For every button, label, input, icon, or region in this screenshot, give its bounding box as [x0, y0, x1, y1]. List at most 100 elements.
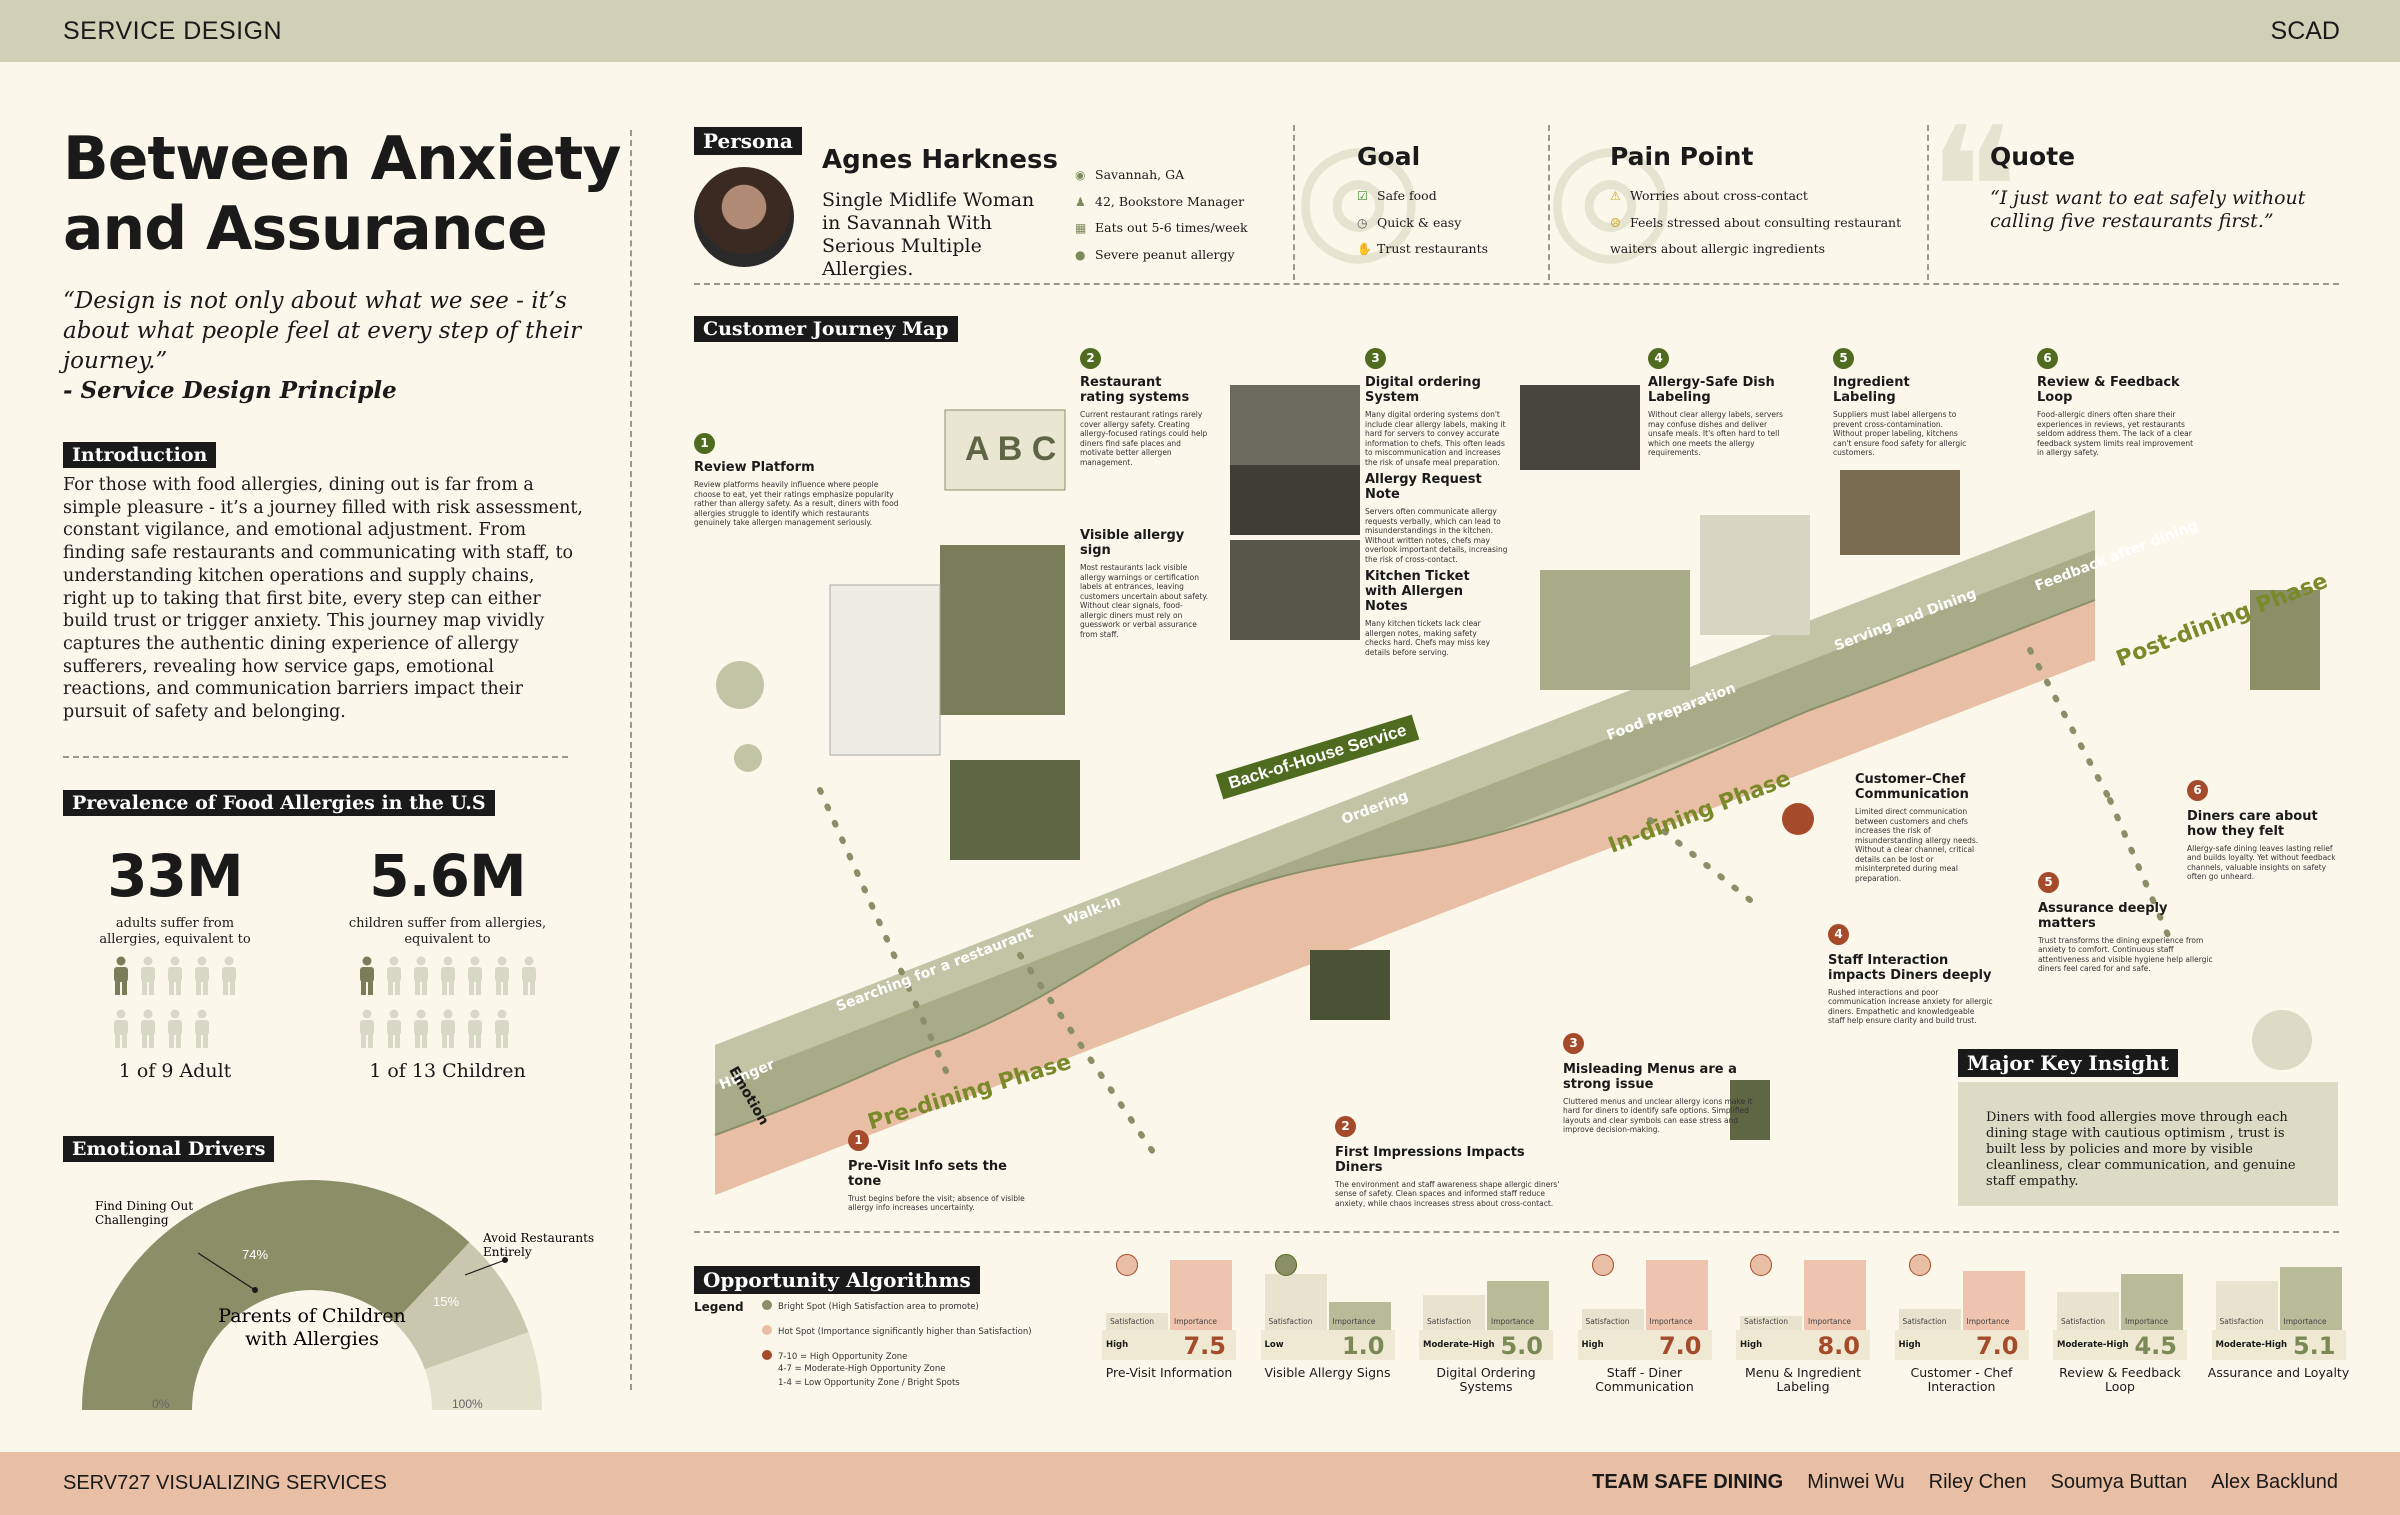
team-member: Alex Backlund [2211, 1471, 2338, 1493]
check-icon: ☑ [1357, 189, 1368, 203]
legend-title: Legend [694, 1300, 744, 1314]
satisfaction-bar [1264, 1274, 1327, 1330]
person-icon [164, 1009, 186, 1054]
person-icon [137, 956, 159, 1001]
opportunity-name: Menu & Ingredient Labeling [1744, 1365, 1862, 1394]
person-icon [191, 1009, 213, 1054]
importance-bar [1487, 1281, 1549, 1330]
legend-zone-high: 7-10 = High Opportunity Zone [762, 1350, 907, 1362]
satisfaction-bar [2057, 1291, 2119, 1330]
satisfaction-label: Satisfaction [1110, 1317, 1155, 1326]
satisfaction-bar [1581, 1309, 1644, 1330]
opportunity-level: Moderate-High [2057, 1340, 2129, 1350]
persona-label: Persona [694, 127, 802, 155]
satisfaction-bar [1898, 1309, 1961, 1330]
hot-spot-marker [1908, 1254, 1931, 1276]
allergy-notice-sign [940, 545, 1065, 715]
children-stat-number: 5.6M [369, 842, 526, 910]
person-icon [218, 956, 240, 1001]
connector [2027, 647, 2113, 803]
design-quote: “Design is not only about what we see - … [63, 286, 583, 406]
kitchen-illustration [1540, 570, 1690, 690]
person-icon [410, 1009, 432, 1054]
segment-label-74: 74% [242, 1247, 268, 1262]
opportunity-score: 5.0 [1500, 1332, 1543, 1360]
children-people-icons [340, 956, 555, 1054]
divider [63, 756, 568, 758]
person-icon [356, 1009, 378, 1054]
importance-label: Importance [1966, 1317, 2010, 1326]
goal-item: ◷Quick & easy [1357, 210, 1488, 237]
person-icon [437, 1009, 459, 1054]
satisfaction-label: Satisfaction [1585, 1317, 1630, 1326]
lime-icon [716, 661, 764, 709]
pain-moment-1: 1 Pre-Visit Info sets the tone Trust beg… [848, 1127, 1028, 1213]
importance-bar [1170, 1260, 1232, 1330]
importance-label: Importance [1332, 1317, 1376, 1326]
touchpoint-4: 4 Allergy-Safe Dish Labeling Without cle… [1648, 347, 1788, 458]
opportunity-name: Customer - Chef Interaction [1910, 1365, 2013, 1394]
column-divider [630, 130, 632, 1390]
hot-spot-marker [1591, 1254, 1614, 1276]
satisfaction-bar [1106, 1312, 1168, 1330]
axis-min: 0% [152, 1397, 170, 1411]
satisfaction-label: Satisfaction [1268, 1317, 1313, 1326]
person-icon [110, 956, 132, 1001]
insight-text: Diners with food allergies move through … [1958, 1082, 2338, 1206]
course-name: SERV727 VISUALIZING SERVICES [63, 1472, 387, 1494]
opportunity-level: Low [1264, 1340, 1284, 1350]
shelf-illustration [1700, 515, 1810, 635]
person-icon [437, 956, 459, 1001]
importance-label: Importance [1649, 1317, 1693, 1326]
person-icon [491, 1009, 513, 1054]
opportunity-name: Staff - Diner Communication [1595, 1365, 1694, 1394]
importance-bar [1962, 1270, 2025, 1330]
header-right: SCAD [2270, 17, 2340, 45]
connector [1647, 817, 1753, 903]
pain-item: ⚠Worries about cross-contact [1610, 183, 1910, 210]
page-title: Between Anxiety and Assurance [63, 124, 621, 264]
children-stat-ratio: 1 of 13 Children [369, 1060, 526, 1082]
score-box [1736, 1330, 1870, 1360]
pain-moment-4: 4 Staff Interaction impacts Diners deepl… [1828, 921, 1993, 1026]
quote-mark-icon: ❝ [1928, 91, 2020, 289]
donut-segment [424, 1332, 542, 1410]
person-icon [464, 956, 486, 1001]
touchpoint-5: 5 Ingredient Labeling Suppliers must lab… [1833, 347, 1968, 458]
abc-rating-sign [944, 409, 1066, 491]
photo-3 [1230, 540, 1360, 640]
journey-diagram: A B C [714, 385, 2320, 1195]
goal-list: ☑Safe food ◷Quick & easy ✋Trust restaura… [1357, 183, 1488, 263]
opportunity-score: 7.0 [1658, 1332, 1702, 1360]
person-icon [164, 956, 186, 1001]
adult-stat-number: 33M [107, 842, 243, 910]
introduction-text: For those with food allergies, dining ou… [63, 475, 583, 723]
satisfaction-bar [2215, 1281, 2278, 1330]
divider [694, 283, 2339, 285]
handshake-icon: ✋ [1357, 242, 1372, 256]
stressed-icon: ☹ [1610, 215, 1621, 230]
legend-zone-mid: 4-7 = Moderate-High Opportunity Zone [778, 1364, 946, 1374]
person-icon [137, 1009, 159, 1054]
satisfaction-label: Satisfaction [1744, 1317, 1789, 1326]
emotional-drivers-label: Emotional Drivers [63, 1136, 275, 1162]
zone-icon [762, 1350, 772, 1360]
fact-location: ◉Savannah, GA [1075, 162, 1248, 189]
quote-title: Quote [1990, 142, 2076, 171]
score-box [1102, 1330, 1236, 1360]
connector [1017, 952, 1158, 1158]
photo-1 [1230, 385, 1360, 465]
opportunity-score: 7.5 [1183, 1332, 1226, 1360]
pain-target-icon: ◎ [1545, 109, 1676, 277]
opportunity-score: 7.0 [1975, 1332, 2019, 1360]
score-box [1419, 1330, 1553, 1360]
feedback-tablet [2250, 590, 2320, 690]
map-pin-icon [734, 744, 762, 772]
importance-label: Importance [2125, 1317, 2168, 1326]
opportunity-score: 1.0 [1341, 1332, 1385, 1360]
pin-icon: ◉ [1075, 168, 1086, 182]
